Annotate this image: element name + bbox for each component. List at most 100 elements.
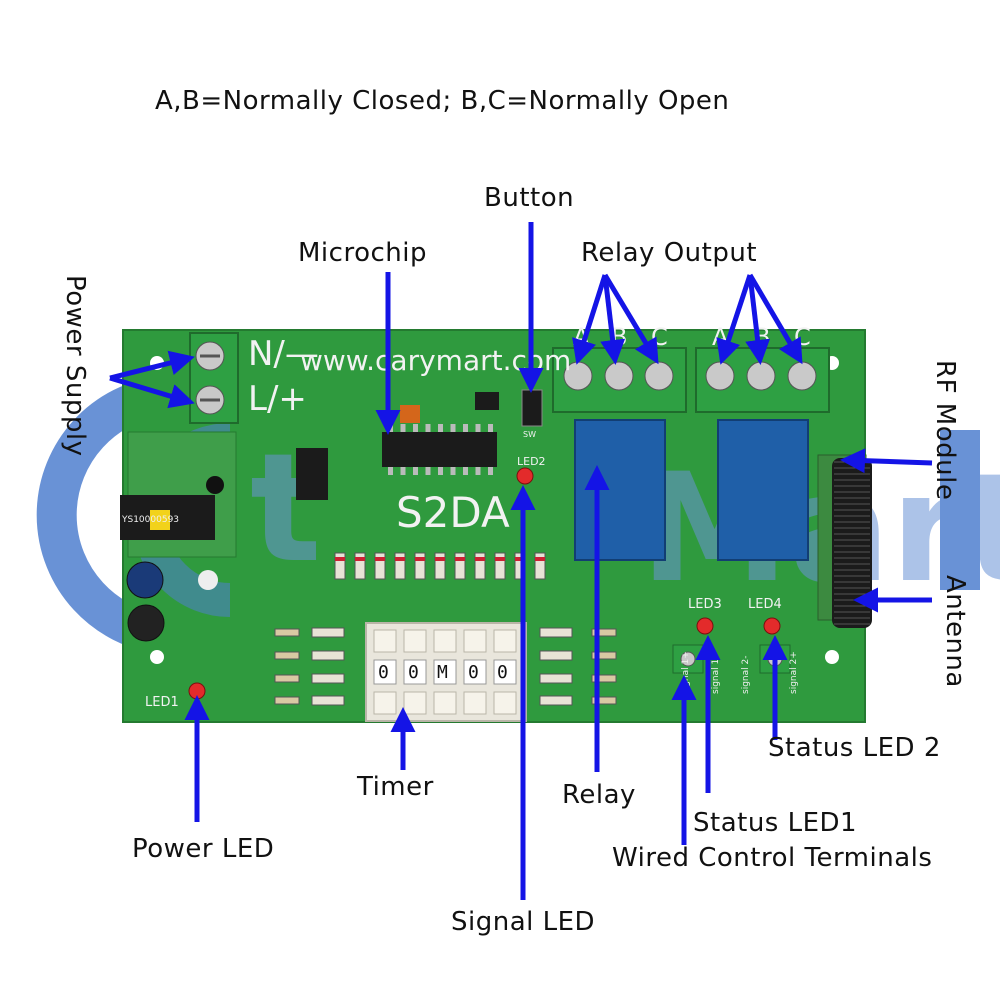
label-rf-module: RF Module bbox=[930, 360, 960, 501]
chip-pin bbox=[388, 467, 393, 475]
silk-signal2: signal 2+ bbox=[789, 651, 799, 694]
arrow-relay-output-1c bbox=[602, 273, 659, 365]
label-microchip: Microchip bbox=[298, 238, 427, 268]
capacitor bbox=[126, 561, 164, 599]
diode bbox=[394, 552, 406, 580]
diode-band bbox=[475, 557, 485, 561]
chip-pin bbox=[438, 467, 443, 475]
silk-sw: SW bbox=[523, 430, 536, 439]
label-timer: Timer bbox=[357, 772, 434, 802]
chip-pin bbox=[425, 424, 431, 432]
silk-led3: LED3 bbox=[688, 597, 722, 612]
relay-1 bbox=[574, 419, 666, 561]
diode bbox=[434, 552, 446, 580]
capacitor bbox=[127, 604, 165, 642]
resistor bbox=[591, 696, 617, 705]
diode bbox=[414, 552, 426, 580]
diode-band bbox=[335, 557, 345, 561]
diode-band bbox=[375, 557, 385, 561]
diode bbox=[454, 552, 466, 580]
silk-led2: LED2 bbox=[517, 455, 546, 468]
smd-chip bbox=[296, 448, 328, 500]
diode bbox=[311, 650, 345, 661]
diode-band bbox=[515, 557, 525, 561]
dip-cap bbox=[463, 691, 487, 715]
chip-pin bbox=[463, 424, 468, 432]
timer-digit: 0 bbox=[408, 662, 419, 683]
dip-cap bbox=[433, 691, 457, 715]
timer-digit: M bbox=[437, 662, 448, 683]
led3 bbox=[696, 617, 714, 635]
relay2-terminal-block bbox=[695, 347, 830, 413]
label-antenna: Antenna bbox=[940, 575, 970, 688]
arrow-relay-output-2a bbox=[716, 274, 753, 365]
power-terminal-block bbox=[189, 332, 239, 424]
diode bbox=[539, 650, 573, 661]
resistor bbox=[591, 628, 617, 637]
label-relay-output: Relay Output bbox=[581, 238, 758, 268]
dip-cap bbox=[493, 629, 517, 653]
chip-pin bbox=[400, 467, 406, 475]
dip-window bbox=[463, 659, 487, 685]
eeprom-chip bbox=[475, 392, 499, 410]
relay2-term-c: C bbox=[794, 323, 811, 351]
arrow-relay-output-2c bbox=[747, 273, 803, 365]
chip-pin bbox=[488, 424, 493, 432]
dip-window bbox=[493, 659, 517, 685]
diode-band bbox=[395, 557, 405, 561]
dip-cap bbox=[433, 629, 457, 653]
dip-cap bbox=[493, 691, 517, 715]
arrow-rf-module bbox=[840, 448, 933, 474]
diode bbox=[354, 552, 366, 580]
silk-model: S2DA bbox=[396, 488, 510, 537]
resistor bbox=[274, 674, 300, 683]
timer-digit: 0 bbox=[497, 662, 508, 683]
push-button bbox=[521, 389, 543, 427]
relay1-term-c: C bbox=[651, 323, 668, 351]
diode bbox=[311, 673, 345, 684]
arrow-relay-output-1a bbox=[572, 274, 608, 365]
chip-pin bbox=[400, 424, 406, 432]
silk-led1: LED1 bbox=[145, 695, 179, 710]
arrow-power-supply-1 bbox=[109, 350, 195, 381]
silk-signal1m: signal 1- bbox=[711, 656, 721, 694]
silk-n: N/— bbox=[248, 334, 319, 374]
led1 bbox=[188, 682, 206, 700]
silk-signal1: signal 1+ bbox=[681, 651, 691, 694]
chip-pin bbox=[463, 467, 468, 475]
diode bbox=[474, 552, 486, 580]
resistor bbox=[274, 628, 300, 637]
label-power-supply: Power Supply bbox=[60, 275, 90, 457]
dip-window bbox=[433, 659, 457, 685]
dip-window bbox=[403, 659, 427, 685]
resistor bbox=[591, 674, 617, 683]
mount-hole bbox=[825, 650, 839, 664]
chip-pin bbox=[413, 467, 418, 475]
chip-pin bbox=[475, 424, 481, 432]
diode-band bbox=[435, 557, 445, 561]
chip-pin bbox=[413, 424, 418, 432]
mount-hole bbox=[150, 650, 164, 664]
led2 bbox=[516, 467, 534, 485]
diode-band bbox=[535, 557, 545, 561]
crystal bbox=[400, 405, 420, 423]
diode bbox=[494, 552, 506, 580]
chip-pin bbox=[438, 424, 443, 432]
callout-arrows bbox=[109, 222, 933, 900]
chip-pin bbox=[450, 424, 456, 432]
arrow-power-supply-2 bbox=[109, 375, 195, 409]
timer-digit: 0 bbox=[468, 662, 479, 683]
relay1-terminal-block bbox=[552, 347, 687, 413]
chip-pin bbox=[425, 467, 431, 475]
antenna-coil bbox=[832, 458, 872, 628]
led4 bbox=[763, 617, 781, 635]
diode-band bbox=[415, 557, 425, 561]
chip-pin bbox=[488, 467, 493, 475]
label-button: Button bbox=[484, 183, 575, 213]
diode bbox=[539, 695, 573, 706]
resistor bbox=[274, 651, 300, 660]
label-status-led1: Status LED1 bbox=[693, 808, 858, 838]
arrow-relay-output-1b bbox=[600, 274, 626, 365]
